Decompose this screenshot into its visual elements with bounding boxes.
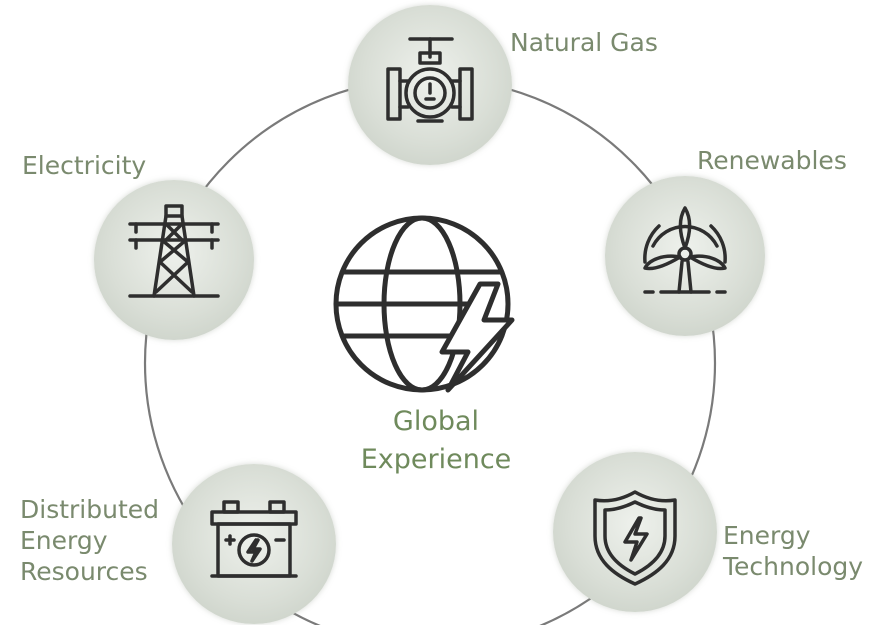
energy-technology-line2: Technology: [723, 552, 864, 581]
shield-bolt-icon: [593, 490, 677, 586]
globe-lightning-icon: [333, 215, 515, 393]
distributed-energy-node: [172, 464, 336, 624]
wind-turbine-icon: [643, 206, 727, 294]
natural-gas-label: Natural Gas: [510, 28, 658, 57]
distributed-energy-label: Distributed Energy Resources: [20, 494, 159, 587]
natural-gas-node: [348, 5, 512, 165]
center-label-line1: Global: [392, 406, 480, 437]
energy-technology-node: [553, 452, 717, 612]
center-label: Global Experience: [336, 403, 536, 479]
distributed-energy-line3: Resources: [20, 557, 148, 586]
center-label-line2: Experience: [360, 444, 512, 475]
distributed-energy-line2: Energy: [20, 526, 108, 555]
distributed-energy-line1: Distributed: [20, 495, 160, 524]
energy-technology-label: Energy Technology: [723, 520, 863, 582]
transmission-tower-icon: [128, 204, 220, 298]
renewables-label: Renewables: [697, 146, 847, 175]
electricity-node: [94, 180, 254, 340]
electricity-label: Electricity: [22, 151, 147, 180]
gas-valve-icon: [386, 37, 474, 123]
battery-icon: [210, 500, 298, 578]
energy-technology-line1: Energy: [723, 521, 811, 550]
renewables-node: [605, 176, 765, 336]
